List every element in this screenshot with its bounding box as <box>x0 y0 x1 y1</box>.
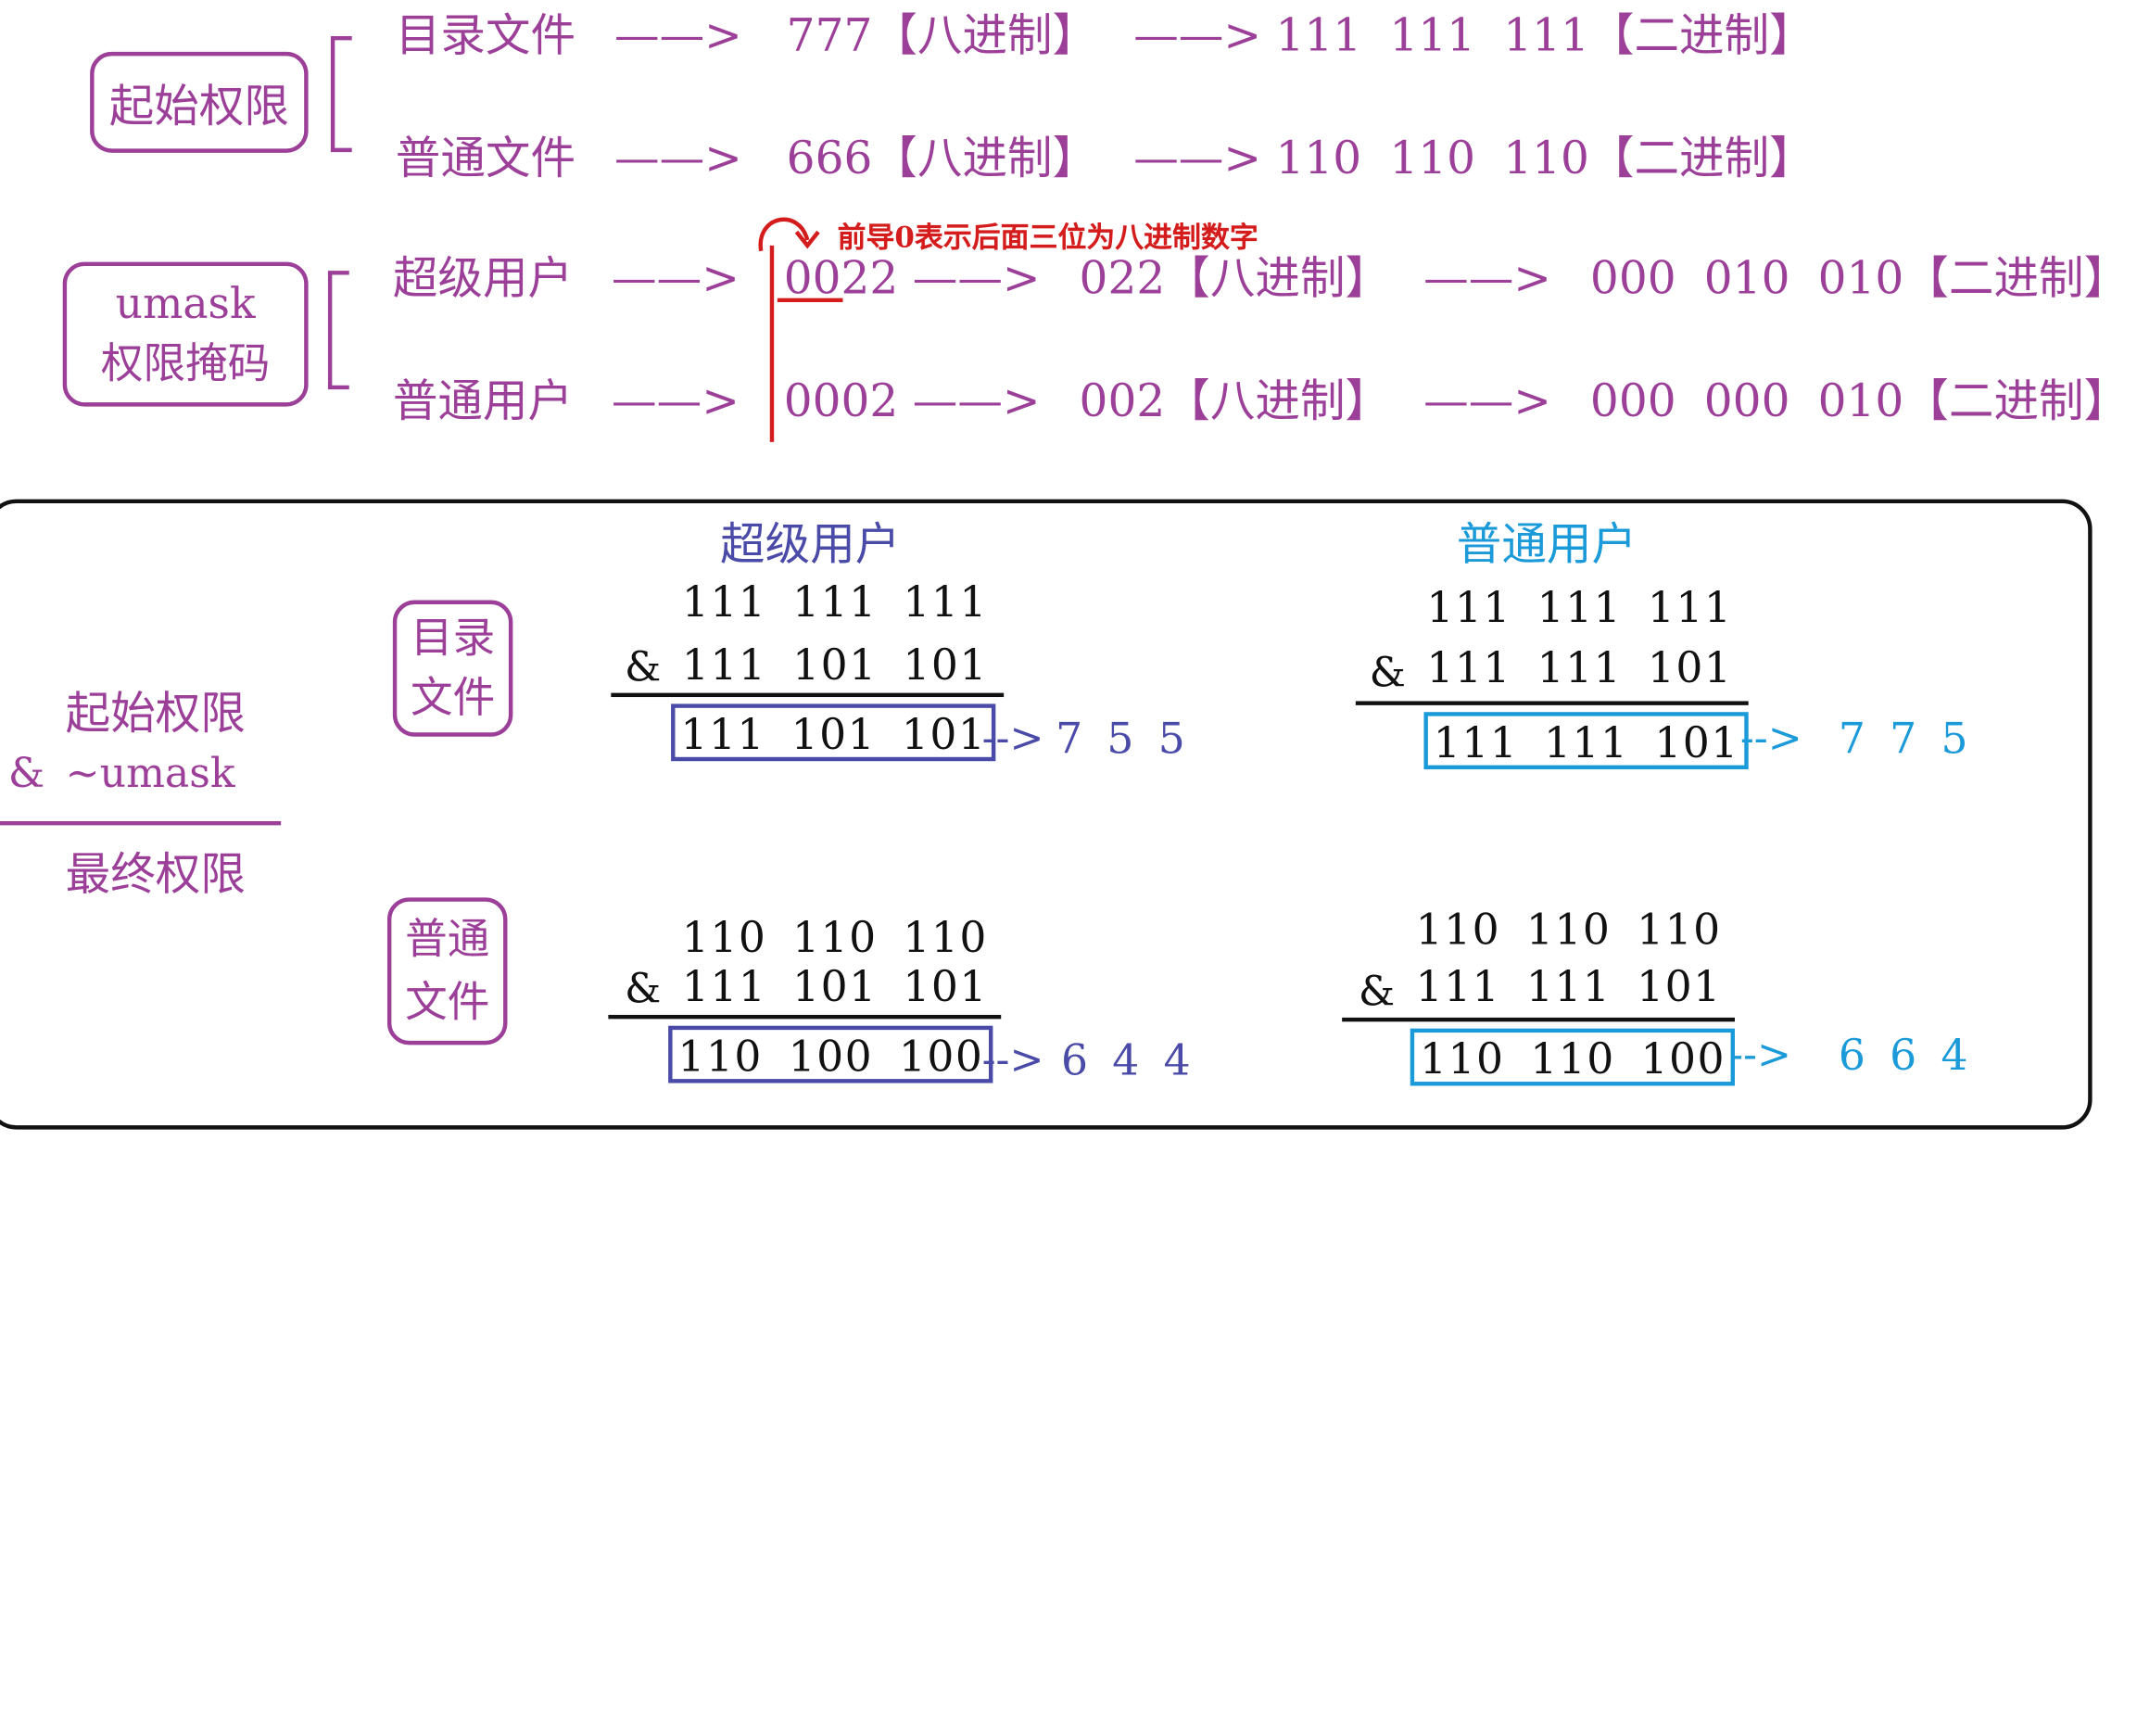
super-file-octal-result: 6 4 4 <box>1060 1036 1191 1086</box>
arrow: ——> <box>1423 250 1551 305</box>
super-dir-arrow: --> <box>981 715 1044 763</box>
normal-dir-amp: & <box>1369 649 1406 698</box>
normal-dir-arrow: --> <box>1739 715 1802 763</box>
bracket-initial <box>330 36 352 153</box>
file-octal: 666【八进制】 <box>786 131 1098 184</box>
formula-line2: ~umask <box>65 750 235 798</box>
dir-file-tag: 目录 文件 <box>392 600 513 737</box>
umask-box: umask 权限掩码 <box>62 261 309 407</box>
file-binary: 110 110 110【二进制】 <box>1275 131 1815 184</box>
umask-desc: 权限掩码 <box>100 339 271 389</box>
super-dir-octal-result: 7 5 5 <box>1056 715 1185 765</box>
super-file-arrow: --> <box>981 1036 1044 1085</box>
file-tag-line1: 普通 <box>405 915 490 965</box>
normal-binary: 000 000 010【二进制】 <box>1589 374 2130 427</box>
normal-user-header: 普通用户 <box>1456 516 1638 571</box>
bracket-umask <box>327 271 349 390</box>
formula-amp: & <box>7 750 45 798</box>
super-dir-amp: & <box>625 643 662 692</box>
super-user-row: 超级用户 ——> 0022 ——> 022【八进制】 ——> 000 010 0… <box>393 251 2129 306</box>
dir-binary: 111 111 111【二进制】 <box>1275 7 1815 62</box>
arrow: ——> <box>912 374 1041 427</box>
arrow: ——> <box>1423 374 1551 427</box>
super-user-header: 超级用户 <box>720 516 901 571</box>
arrow: ——> <box>1133 7 1262 62</box>
arrow: ——> <box>614 7 742 62</box>
dir-file-row: 目录文件 ——> 777【八进制】 ——> 111 111 111【二进制】 <box>396 8 1815 63</box>
super-user-label: 超级用户 <box>392 250 574 305</box>
super-file-b: 111 101 101 <box>681 963 988 1013</box>
normal-file-b: 111 111 101 <box>1415 963 1722 1013</box>
file-tag-line2: 文件 <box>405 978 490 1028</box>
calculation-panel <box>0 499 2093 1130</box>
formula-line1: 起始权限 <box>65 686 246 740</box>
normal-user-label: 普通用户 <box>392 374 574 427</box>
super-dir-b: 111 101 101 <box>681 640 988 691</box>
leading-zero-annotation <box>758 217 843 442</box>
normal-dir-octal-result: 7 7 5 <box>1838 715 1968 765</box>
normal-umask-value: 0002 <box>783 374 899 427</box>
normal-file-arrow: --> <box>1729 1031 1791 1080</box>
super-dir-rule <box>611 692 1005 698</box>
arrow: ——> <box>612 250 740 305</box>
normal-file-label: 普通文件 <box>395 131 576 184</box>
arrow: ——> <box>612 374 740 427</box>
normal-file-amp: & <box>1358 968 1396 1017</box>
normal-file-result: 110 110 100 <box>1410 1028 1736 1086</box>
leading-zero-note: 前导0表示后面三位为八进制数字 <box>837 219 1258 254</box>
dir-tag-line1: 目录 <box>410 614 496 664</box>
normal-dir-result: 111 111 101 <box>1423 712 1750 770</box>
arrow: ——> <box>912 250 1041 305</box>
normal-file-octal-result: 6 6 4 <box>1838 1031 1968 1081</box>
normal-file-a: 110 110 110 <box>1415 906 1722 956</box>
umask-label: umask <box>115 279 256 329</box>
normal-dir-a: 111 111 111 <box>1426 583 1733 633</box>
normal-user-row: 普通用户 ——> 0002 ——> 002【八进制】 ——> 000 000 0… <box>393 374 2129 428</box>
super-file-a: 110 110 110 <box>681 914 988 964</box>
normal-file-row: 普通文件 ——> 666【八进制】 ——> 110 110 110【二进制】 <box>396 131 1815 185</box>
super-dir-result: 111 101 101 <box>671 703 996 762</box>
super-file-result: 110 100 100 <box>668 1025 993 1083</box>
normal-dir-rule <box>1355 701 1749 705</box>
initial-permission-label: 起始权限 <box>108 79 290 133</box>
dir-file-label: 目录文件 <box>395 7 576 62</box>
formula-line3: 最终权限 <box>65 846 246 901</box>
normal-file-tag: 普通 文件 <box>386 897 508 1045</box>
arrow: ——> <box>614 131 742 184</box>
super-binary: 000 010 010【二进制】 <box>1589 250 2130 305</box>
super-umask-value: 0022 <box>783 250 899 305</box>
normal-octal: 002【八进制】 <box>1079 374 1391 427</box>
super-dir-a: 111 111 111 <box>681 578 988 627</box>
normal-file-rule <box>1342 1017 1736 1022</box>
initial-permission-box: 起始权限 <box>90 51 309 153</box>
formula-rule <box>0 820 282 826</box>
super-octal: 022【八进制】 <box>1079 250 1391 305</box>
dir-tag-line2: 文件 <box>410 674 496 724</box>
dir-octal: 777【八进制】 <box>786 7 1098 62</box>
normal-dir-b: 111 111 101 <box>1426 643 1733 693</box>
super-file-rule <box>608 1014 1002 1020</box>
super-file-amp: & <box>625 965 662 1014</box>
arrow: ——> <box>1133 131 1262 184</box>
